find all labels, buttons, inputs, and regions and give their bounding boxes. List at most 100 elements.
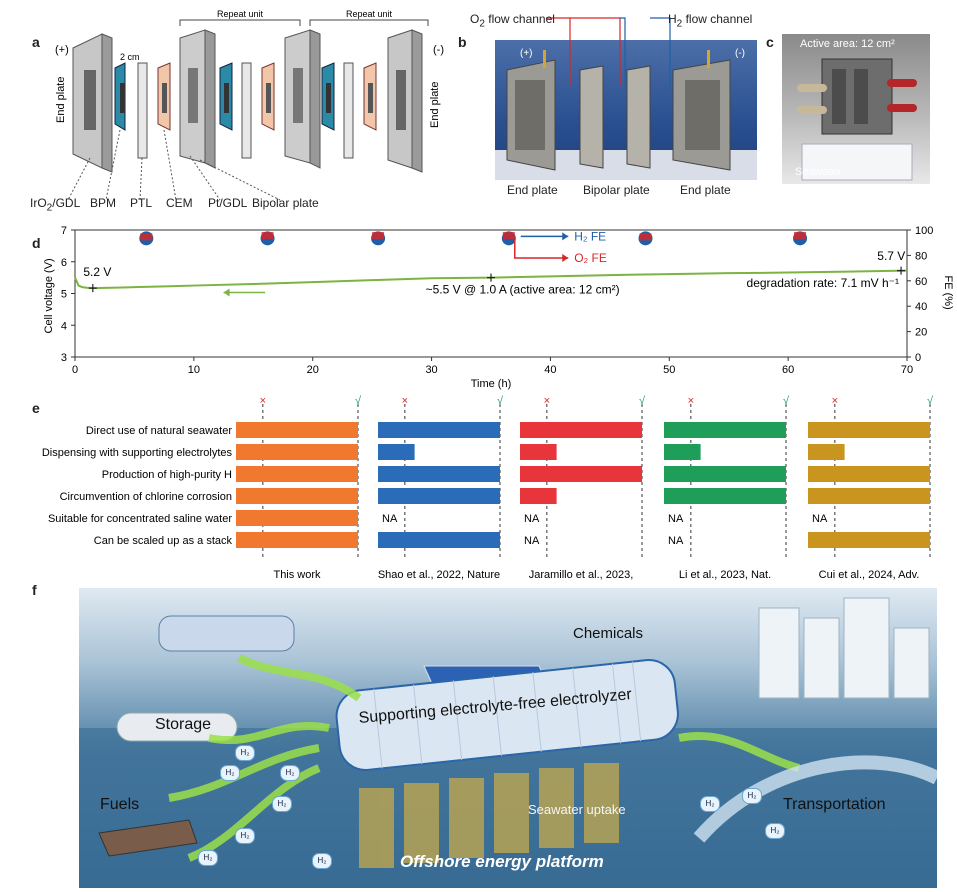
h2-badge: H₂: [765, 823, 785, 839]
o2-fe-label: O₂ FE: [574, 251, 607, 265]
bar: [236, 444, 358, 460]
stack-schematic: Repeat unit Repeat unit End plate (+) 2 …: [55, 9, 444, 201]
cross-mark: ×: [832, 395, 838, 407]
repeat-unit-label-1: Repeat unit: [217, 9, 264, 19]
end-voltage-label: 5.7 V: [877, 249, 905, 263]
x-tick-label: 10: [188, 364, 200, 376]
x-tick-label: 20: [307, 364, 319, 376]
x-tick-label: 30: [425, 364, 437, 376]
panel-label-f: f: [32, 582, 37, 598]
seawater-label: Seawater: [795, 166, 842, 178]
criterion-label: Can be scaled up as a stack: [94, 535, 233, 547]
photo-plus: (+): [520, 48, 533, 59]
bar: [520, 444, 557, 460]
y-axis-title: Cell voltage (V): [43, 258, 55, 333]
na-label: NA: [524, 513, 540, 525]
check-mark: √: [639, 395, 646, 407]
y2-tick-label: 60: [915, 276, 927, 288]
label-ptl: PTL: [130, 196, 153, 210]
o2-fe-point: [140, 233, 153, 241]
x-tick-label: 60: [782, 364, 794, 376]
h2-badge: H₂: [235, 828, 255, 844]
x-tick-label: 0: [72, 364, 78, 376]
h2-fe-arrowhead: [562, 232, 569, 241]
group-label-line1: Jaramillo et al., 2023,: [529, 569, 634, 581]
bar: [236, 422, 358, 438]
bar: [236, 488, 358, 504]
start-voltage-label: 5.2 V: [83, 265, 111, 279]
x-tick-label: 70: [901, 364, 913, 376]
plus-sign: (+): [55, 44, 69, 56]
stack-photo: [495, 40, 757, 180]
label-bipolar-plate: Bipolar plate: [252, 196, 319, 210]
minus-sign: (-): [433, 44, 444, 56]
cross-mark: ×: [544, 395, 550, 407]
b-end-plate-left: End plate: [507, 183, 558, 197]
criterion-label: Direct use of natural seawater: [86, 425, 232, 437]
bar: [520, 488, 557, 504]
panel-label-c: c: [766, 34, 774, 50]
label-pt-gdl: Pt/GDL: [208, 196, 248, 210]
o2-fe-point: [639, 233, 652, 241]
storage-label: Storage: [155, 716, 212, 733]
check-mark: √: [927, 395, 934, 407]
bar: [236, 466, 358, 482]
h2-badge: H₂: [235, 745, 255, 761]
seawater-photo: [782, 34, 930, 184]
bar: [808, 422, 930, 438]
voltage-marker: [487, 273, 495, 282]
y2-tick-label: 80: [915, 250, 927, 262]
bar: [808, 532, 930, 548]
transportation-label: Transportation: [783, 796, 886, 813]
panel-label-b: b: [458, 34, 467, 50]
y-tick-label: 3: [61, 352, 67, 364]
check-mark: √: [497, 395, 504, 407]
o2-fe-point: [794, 232, 807, 240]
bar: [236, 532, 358, 548]
y2-tick-label: 40: [915, 301, 927, 313]
cross-mark: ×: [260, 395, 266, 407]
y-tick-label: 7: [61, 225, 67, 237]
o2-fe-arrowhead: [562, 253, 569, 262]
x-tick-label: 50: [663, 364, 675, 376]
criterion-label: Production of high-purity H: [102, 469, 232, 481]
h2-fe-label: H₂ FE: [574, 229, 606, 243]
bar: [520, 422, 642, 438]
h2-badge: H₂: [220, 765, 240, 781]
chemicals-label: Chemicals: [573, 625, 644, 642]
ptl-layer: [137, 62, 148, 159]
o2-fe-point: [372, 232, 385, 240]
bar: [664, 422, 786, 438]
na-label: NA: [812, 513, 828, 525]
left-axis-arrowhead: [223, 288, 230, 297]
active-area-label: Active area: 12 cm²: [800, 38, 895, 50]
comparison-chart: Direct use of natural seawaterDispensing…: [42, 395, 934, 581]
y2-tick-label: 0: [915, 352, 921, 364]
photo-minus: (-): [735, 48, 745, 59]
bar: [378, 444, 415, 460]
bar: [378, 466, 500, 482]
repeat-unit-label-2: Repeat unit: [346, 9, 393, 19]
bar: [664, 488, 786, 504]
panel-label-e: e: [32, 400, 40, 416]
na-label: NA: [668, 535, 684, 547]
na-label: NA: [382, 513, 398, 525]
o2-fe-arrow: [514, 240, 569, 259]
h2-badge: H₂: [700, 796, 720, 812]
o2-fe-point: [502, 232, 515, 240]
h2-flow-channel-label: H2 flow channel: [668, 12, 753, 30]
group-label-line1: Shao et al., 2022, Nature: [378, 569, 500, 581]
y-tick-label: 6: [61, 257, 67, 269]
na-label: NA: [524, 535, 540, 547]
y-tick-label: 5: [61, 289, 67, 301]
bar: [378, 488, 500, 504]
bar: [808, 488, 930, 504]
scale-label: 2 cm: [120, 52, 140, 62]
h2-badge: H₂: [742, 788, 762, 804]
platform-label: Offshore energy platform: [400, 852, 604, 871]
bar: [378, 422, 500, 438]
bar: [664, 444, 701, 460]
bar: [664, 466, 786, 482]
bar: [808, 466, 930, 482]
x-axis-title: Time (h): [471, 378, 512, 390]
